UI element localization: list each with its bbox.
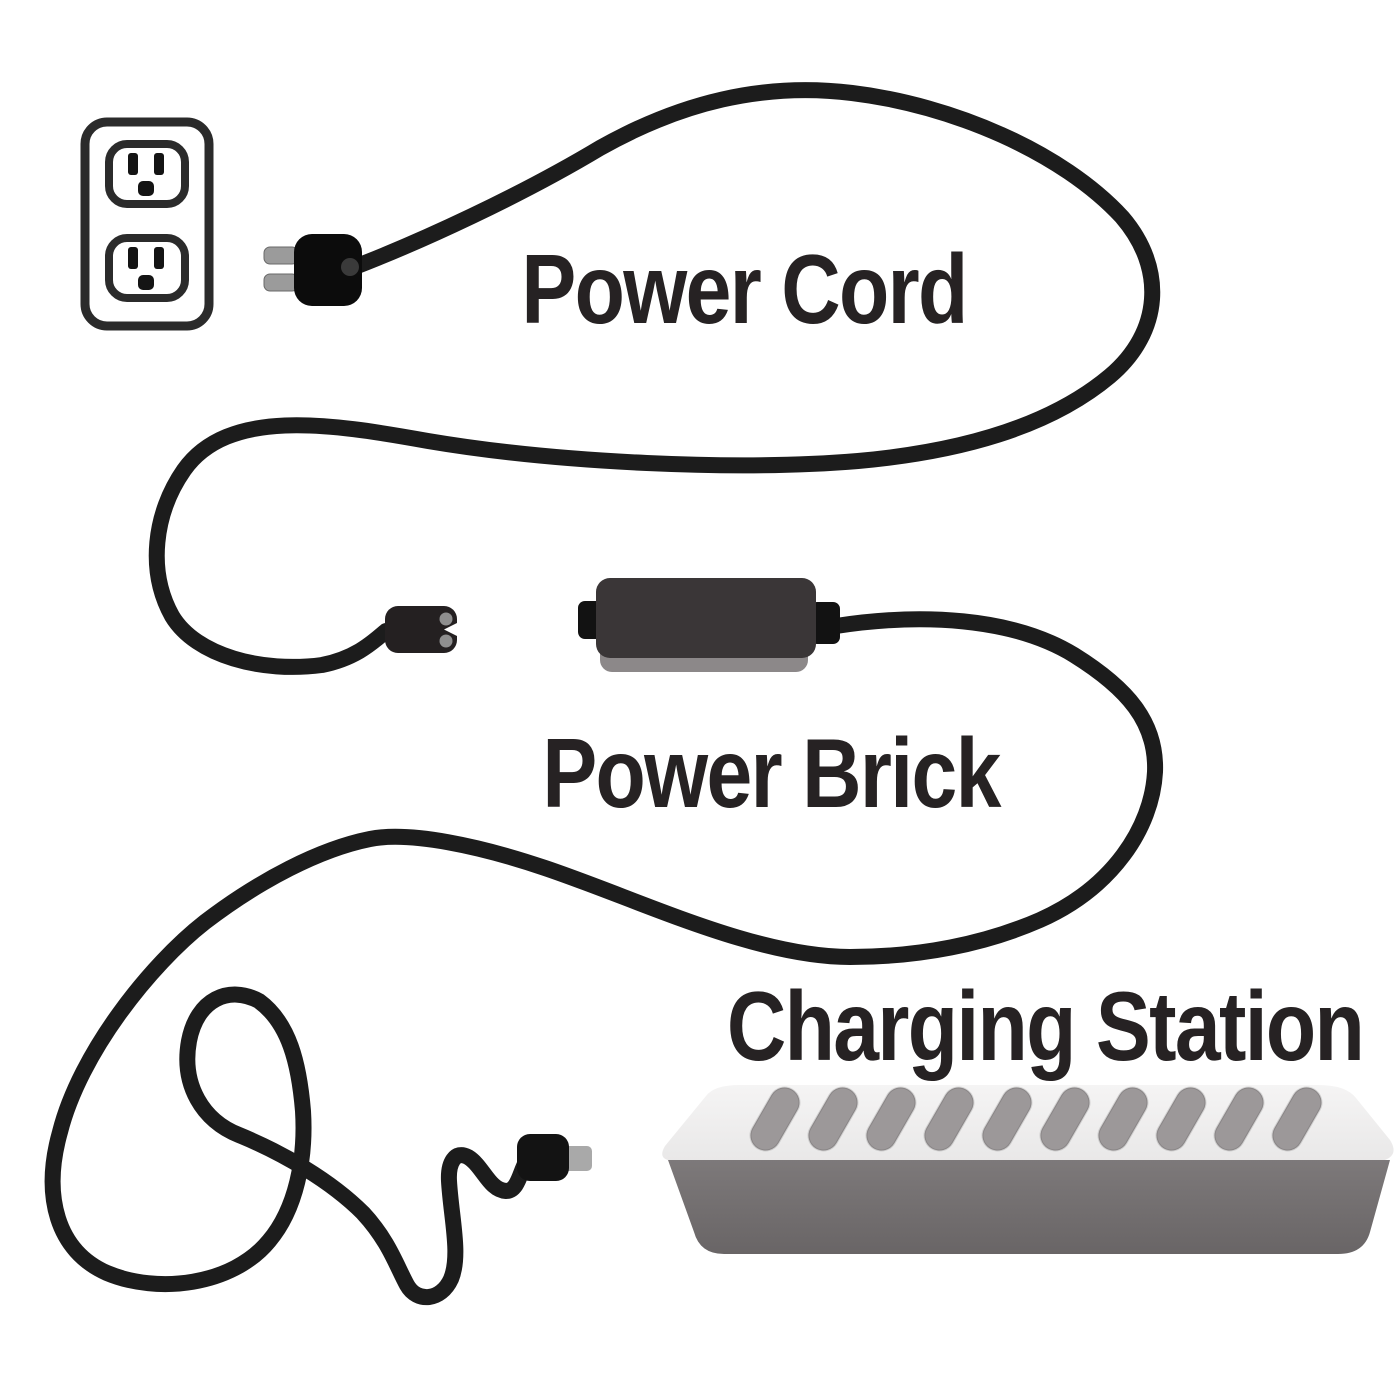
station-slot (807, 1086, 859, 1152)
brick-output-cable (44, 611, 1164, 1306)
station-slot (1039, 1086, 1091, 1152)
power-cord-cable (148, 82, 1161, 675)
station-slot (1213, 1086, 1265, 1152)
figure8-connector-icon (385, 606, 459, 653)
station-slot (981, 1086, 1033, 1152)
station-slot (1155, 1086, 1207, 1152)
station-slot (1271, 1086, 1323, 1152)
station-slots (749, 1086, 1323, 1152)
lightning-connector-icon (517, 1134, 592, 1181)
station-slot (1097, 1086, 1149, 1152)
station-slot (865, 1086, 917, 1152)
charging-station-label: Charging Station (726, 971, 1365, 1081)
power-brick-icon (578, 578, 840, 672)
wall-outlet-icon (80, 117, 214, 331)
station-slot (749, 1086, 801, 1152)
charging-station-icon (662, 1085, 1394, 1254)
power-cord-label: Power Cord (521, 234, 968, 344)
station-slot (923, 1086, 975, 1152)
power-brick-label: Power Brick (542, 718, 1001, 828)
wall-plug-icon (263, 234, 362, 306)
station-front-face (668, 1160, 1390, 1254)
